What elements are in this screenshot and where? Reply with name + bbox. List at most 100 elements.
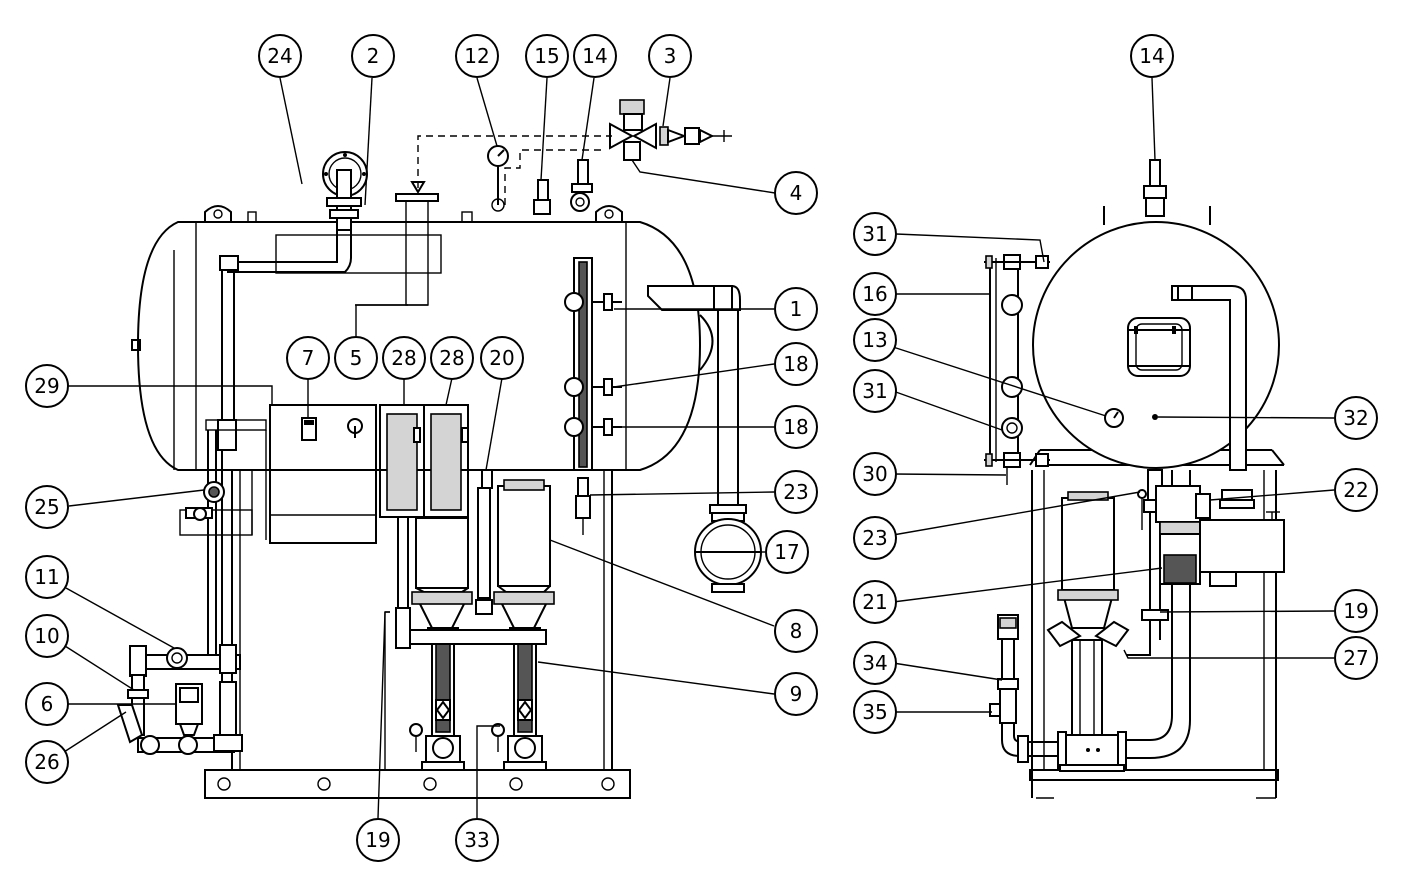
callout-4: 4 [774, 171, 818, 215]
callout-33: 33 [455, 818, 499, 862]
front-pump-suction-piping [384, 469, 547, 770]
callout-number: 15 [534, 44, 559, 68]
callout-number: 8 [790, 619, 803, 643]
callout-number: 28 [391, 346, 416, 370]
callout-12: 12 [455, 34, 499, 78]
callout-number: 6 [41, 692, 54, 716]
callout-number: 24 [267, 44, 292, 68]
callout-number: 18 [783, 352, 808, 376]
callout-number: 1 [790, 297, 803, 321]
callout-number: 16 [862, 282, 887, 306]
callout-number: 32 [1343, 406, 1368, 430]
leader-lines [63, 77, 1335, 819]
callout-number: 29 [34, 374, 59, 398]
callout-number: 11 [34, 565, 59, 589]
callout-number: 9 [790, 682, 803, 706]
callout-side-30: 30 [853, 452, 897, 496]
callout-24: 24 [258, 34, 302, 78]
callout-number: 25 [34, 495, 59, 519]
callout-number: 19 [365, 828, 390, 852]
side-gauge-glass [984, 254, 1050, 485]
front-outlet-pipe [647, 284, 762, 593]
callout-number: 26 [34, 750, 59, 774]
callout-side-22: 22 [1334, 468, 1378, 512]
side-vessel [1032, 159, 1280, 471]
callout-number: 13 [862, 328, 887, 352]
side-view [984, 159, 1285, 799]
callout-side-19: 19 [1334, 589, 1378, 633]
callout-side-31b: 31 [853, 369, 897, 413]
callout-number: 21 [862, 590, 887, 614]
callout-15: 15 [525, 34, 569, 78]
callout-number: 28 [439, 346, 464, 370]
callout-number: 10 [34, 624, 59, 648]
callout-9: 9 [774, 672, 818, 716]
front-left-piping [179, 255, 267, 750]
callout-26: 26 [25, 740, 69, 784]
callout-number: 33 [464, 828, 489, 852]
callout-number: 23 [783, 480, 808, 504]
callout-side-21: 21 [853, 580, 897, 624]
callout-2: 2 [351, 34, 395, 78]
callout-side-27: 27 [1334, 636, 1378, 680]
front-pump-1 [409, 517, 473, 771]
callout-3: 3 [648, 34, 692, 78]
callout-number: 14 [582, 44, 607, 68]
callout-6: 6 [25, 682, 69, 726]
callout-side-32: 32 [1334, 396, 1378, 440]
callout-number: 3 [664, 44, 677, 68]
callout-10: 10 [25, 614, 69, 658]
side-makeup-valve [989, 614, 1058, 763]
side-piping [1126, 469, 1285, 759]
callout-14: 14 [573, 34, 617, 78]
callout-5: 5 [334, 336, 378, 380]
callout-8: 8 [774, 609, 818, 653]
callout-number: 18 [783, 415, 808, 439]
callout-19: 19 [356, 818, 400, 862]
callout-number: 22 [1343, 478, 1368, 502]
callout-number: 7 [302, 346, 315, 370]
callout-side-35: 35 [853, 690, 897, 734]
callout-number: 5 [350, 346, 363, 370]
front-gauge-glass [564, 257, 622, 535]
front-makeup-valve-train [116, 644, 243, 755]
side-pump [1046, 491, 1130, 772]
front-top-fittings [487, 99, 732, 215]
callout-number: 14 [1139, 44, 1164, 68]
callout-17: 17 [765, 530, 809, 574]
callout-number: 12 [464, 44, 489, 68]
callout-number: 31 [862, 379, 887, 403]
callout-number: 19 [1343, 599, 1368, 623]
front-pump-2 [491, 479, 555, 771]
callout-28b: 28 [430, 336, 474, 380]
front-starter-cabinets [379, 404, 469, 518]
callout-side-16: 16 [853, 272, 897, 316]
callout-28a: 28 [382, 336, 426, 380]
callout-side-31a: 31 [853, 212, 897, 256]
front-view [116, 99, 762, 799]
callout-23: 23 [774, 470, 818, 514]
callout-25: 25 [25, 485, 69, 529]
callout-7: 7 [286, 336, 330, 380]
callout-29: 29 [25, 364, 69, 408]
callout-number: 34 [862, 651, 887, 675]
callouts-front: 24 2 12 15 14 3 4 1 5 7 28 28 20 18 18 2… [25, 34, 818, 862]
callouts-side: 14 31 16 13 31 32 30 22 23 21 19 34 27 3… [853, 34, 1378, 734]
callout-number: 27 [1343, 646, 1368, 670]
callout-11: 11 [25, 555, 69, 599]
callout-number: 35 [862, 700, 887, 724]
callout-side-14: 14 [1130, 34, 1174, 78]
callout-number: 31 [862, 222, 887, 246]
callout-number: 20 [489, 346, 514, 370]
callout-side-23: 23 [853, 516, 897, 560]
front-vessel [131, 193, 714, 471]
callout-side-34: 34 [853, 641, 897, 685]
inlet-flange-assembly [227, 151, 368, 273]
callout-1: 1 [774, 287, 818, 331]
callout-18b: 18 [774, 405, 818, 449]
callout-number: 4 [790, 181, 803, 205]
callout-18a: 18 [774, 342, 818, 386]
callout-number: 2 [367, 44, 380, 68]
front-dashed-signal [410, 135, 612, 205]
